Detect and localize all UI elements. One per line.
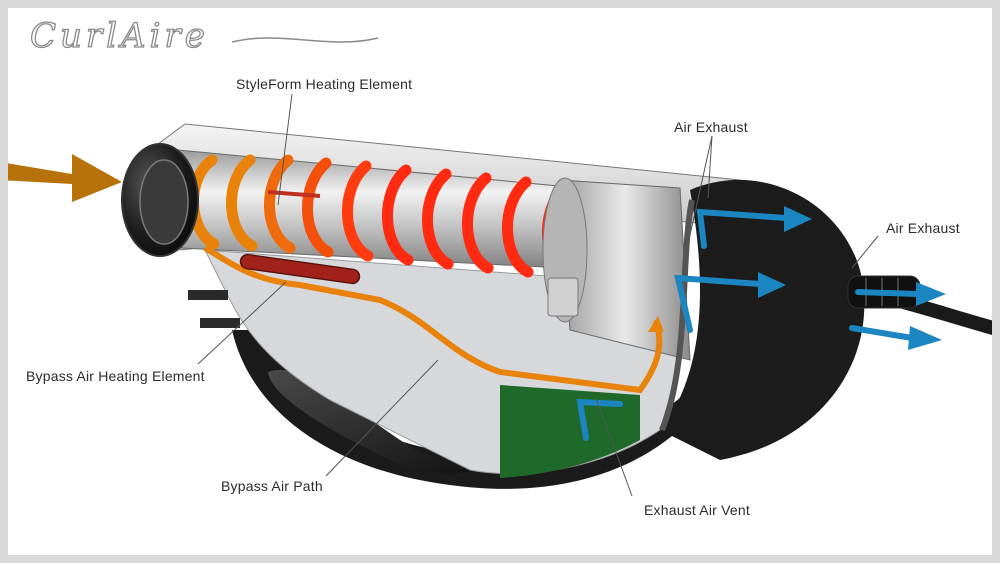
bypass-air-path	[203, 245, 663, 394]
motor-assembly	[542, 177, 691, 361]
logo-wordmark: CurlAire	[30, 16, 209, 56]
wire-connectors	[188, 290, 240, 328]
intake-end-cap	[121, 143, 199, 257]
label-air-exhaust-right: Air Exhaust	[886, 220, 960, 236]
bypass-air-path-arrowhead	[648, 316, 664, 332]
curlaire-logo: CurlAire	[29, 15, 379, 57]
leader-lines	[197, 93, 879, 497]
circuit-board	[500, 385, 640, 478]
label-styleform-heating-element: StyleForm Heating Element	[236, 76, 413, 92]
diagram-frame: CurlAire	[8, 8, 992, 555]
exhaust-arrowheads	[758, 206, 946, 350]
label-bypass-air-heating-element: Bypass Air Heating Element	[26, 368, 205, 384]
label-exhaust-air-vent: Exhaust Air Vent	[644, 502, 750, 518]
intake-air-arrow	[8, 154, 122, 202]
device-illustration: CurlAire	[8, 15, 992, 497]
label-air-exhaust-top: Air Exhaust	[674, 119, 748, 135]
label-bypass-air-path: Bypass Air Path	[221, 478, 323, 494]
bypass-air-heating-element	[239, 253, 361, 285]
exhaust-air-flows	[576, 208, 921, 441]
rear-exhaust-dome	[660, 179, 865, 460]
